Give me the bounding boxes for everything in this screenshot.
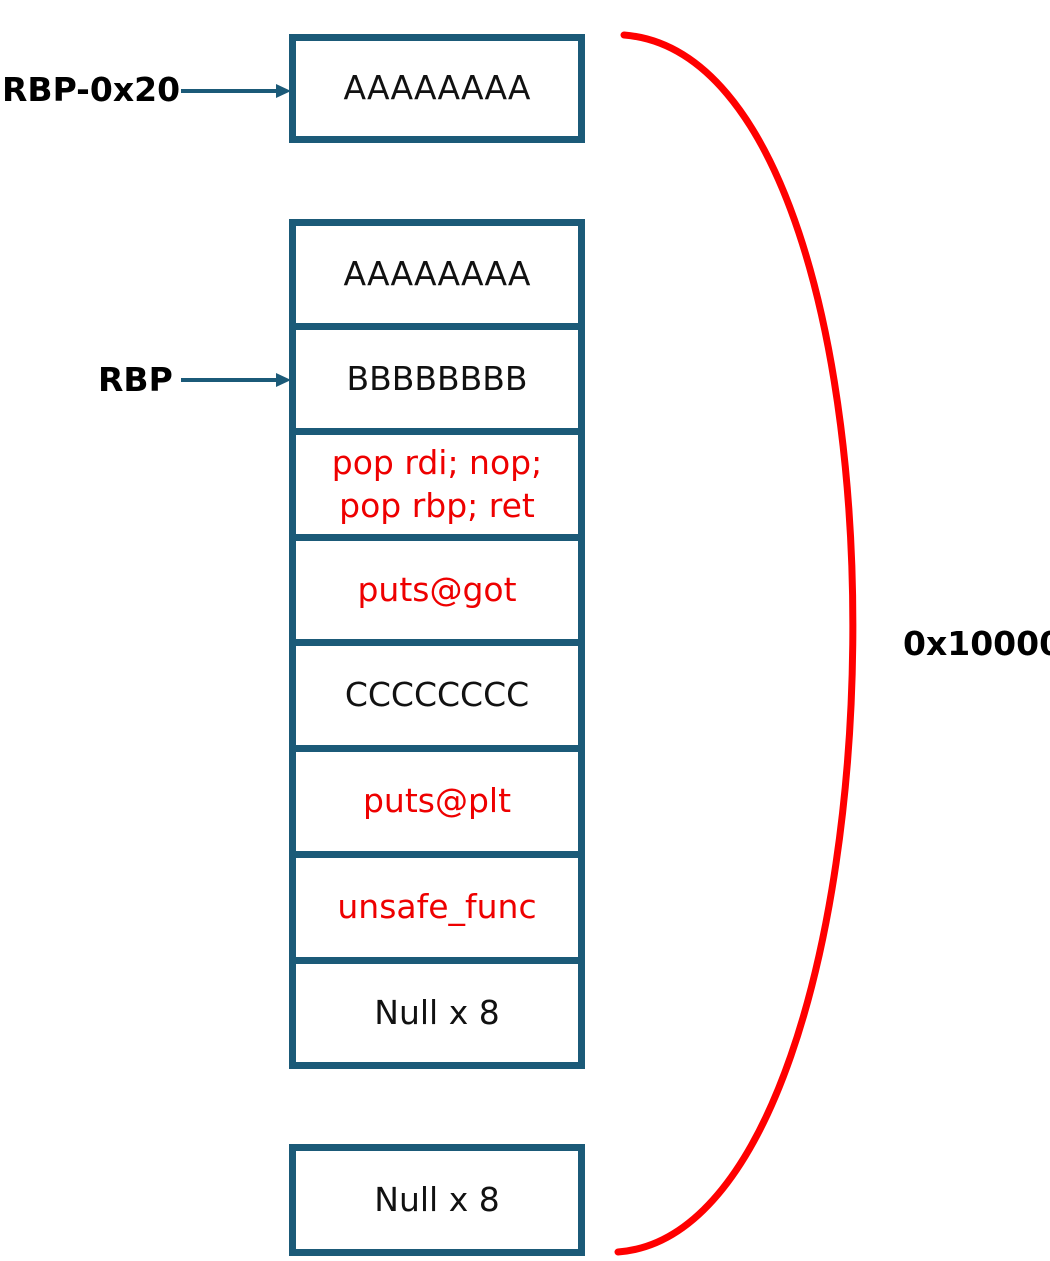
rbp-label: RBP bbox=[98, 360, 173, 399]
rbp-minus-0x20-label: RBP-0x20 bbox=[2, 70, 181, 109]
stack-slot-text: pop rdi; nop; pop rbp; ret bbox=[332, 442, 542, 528]
arrow-rbp bbox=[181, 373, 291, 387]
stack-slot-text: puts@got bbox=[357, 569, 517, 609]
bottom-block-slot: Null x 8 bbox=[289, 1144, 585, 1256]
top-block-slot: AAAAAAAA bbox=[289, 34, 585, 143]
gadget-line-2: pop rbp; ret bbox=[339, 485, 535, 525]
stack-slot-text: CCCCCCCC bbox=[344, 675, 530, 715]
stack-slot-text: Null x 8 bbox=[374, 992, 500, 1032]
stack-slot-puts-got: puts@got bbox=[289, 534, 585, 646]
bottom-block-text: Null x 8 bbox=[374, 1179, 500, 1219]
stack-slot-saved-rbp: BBBBBBBB bbox=[289, 323, 585, 435]
stack-slot-unsafe-func: unsafe_func bbox=[289, 851, 585, 964]
size-label: 0x10000 bbox=[903, 624, 1050, 663]
stack-slot-filler-c: CCCCCCCC bbox=[289, 639, 585, 752]
stack-slot-text: puts@plt bbox=[362, 781, 512, 821]
stack-slot-puts-plt: puts@plt bbox=[289, 745, 585, 858]
gadget-line-1: pop rdi; nop; bbox=[331, 442, 543, 482]
stack-slot-text: BBBBBBBB bbox=[346, 358, 528, 398]
stack-slot-buffer-a: AAAAAAAA bbox=[289, 219, 585, 330]
stack-slot-null: Null x 8 bbox=[289, 957, 585, 1069]
stack-slot-text: unsafe_func bbox=[337, 887, 537, 927]
top-block-text: AAAAAAAA bbox=[343, 68, 531, 108]
size-brace bbox=[614, 31, 857, 1256]
stack-slot-text: AAAAAAAA bbox=[343, 254, 531, 294]
stack-slot-pop-rdi-gadget: pop rdi; nop; pop rbp; ret bbox=[289, 428, 585, 541]
arrow-rbp-minus-0x20 bbox=[181, 84, 291, 98]
